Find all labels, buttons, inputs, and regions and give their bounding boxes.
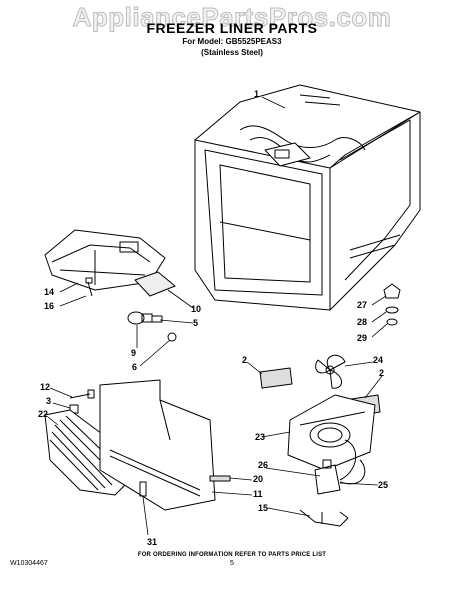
callout-15: 15 xyxy=(258,503,269,513)
ordering-note: FOR ORDERING INFORMATION REFER TO PARTS … xyxy=(137,552,327,558)
callout-20: 20 xyxy=(253,474,264,484)
rear-cover xyxy=(99,379,216,511)
callout-22: 22 xyxy=(38,409,49,419)
callout-27: 27 xyxy=(357,300,368,310)
freezer-liner xyxy=(194,84,421,311)
callout-31: 31 xyxy=(147,537,158,547)
callout-16: 16 xyxy=(44,301,55,311)
callout-25: 25 xyxy=(378,480,389,490)
callout-9: 9 xyxy=(131,348,137,358)
page-title: FREEZER LINER PARTS xyxy=(146,20,318,36)
callout-28: 28 xyxy=(357,317,368,327)
wire-clip xyxy=(139,481,147,497)
callout-29: 29 xyxy=(357,333,368,343)
callout-3: 3 xyxy=(46,396,52,406)
foam-strip xyxy=(209,475,231,482)
finish-line: (Stainless Steel) xyxy=(201,48,263,57)
motor-bracket xyxy=(299,509,349,527)
callout-1: 1 xyxy=(254,89,260,99)
light-pad xyxy=(134,271,176,297)
document-number: W10304467 xyxy=(10,560,48,567)
screw-and-clip xyxy=(69,389,95,414)
model-line: For Model: GB5525PEAS3 xyxy=(182,37,282,46)
screw-16 xyxy=(85,277,93,297)
callout-10: 10 xyxy=(191,304,202,314)
page-number: 5 xyxy=(230,560,234,567)
callout-14: 14 xyxy=(44,287,55,297)
fan-motor xyxy=(314,439,366,495)
watermark: AppliancePartsPros.com xyxy=(72,2,392,33)
fan-blade xyxy=(315,354,346,389)
damper-knob-set xyxy=(383,283,401,326)
callout-2-right: 2 xyxy=(379,368,385,378)
callout-24: 24 xyxy=(373,355,384,365)
callout-11: 11 xyxy=(253,489,263,499)
fan-housing xyxy=(287,394,376,471)
callout-6: 6 xyxy=(132,362,138,372)
bulb-and-socket xyxy=(127,311,177,342)
gasket-pad-left xyxy=(259,367,293,389)
callout-5: 5 xyxy=(193,318,199,328)
callout-23: 23 xyxy=(255,432,266,442)
callout-12: 12 xyxy=(40,382,51,392)
callout-26: 26 xyxy=(258,460,269,470)
light-housing xyxy=(44,229,166,291)
callout-2-left: 2 xyxy=(242,355,248,365)
